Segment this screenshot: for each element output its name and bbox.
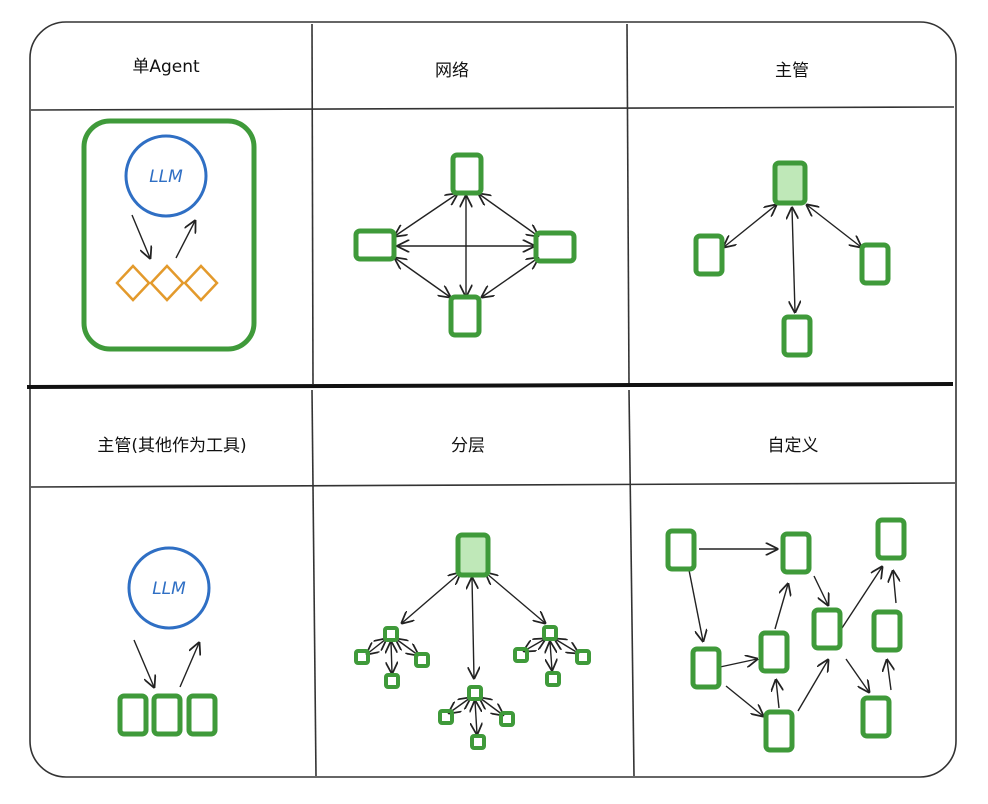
tool-diamond [115, 264, 151, 302]
leaf-node [545, 671, 561, 687]
sub-supervisor-node [542, 625, 558, 641]
worker-node-bottom [781, 314, 813, 358]
tool-diamond [149, 264, 185, 302]
single-agent-diagram: LLM [81, 118, 257, 352]
supervisor-node [772, 160, 808, 206]
network-node-bottom [448, 294, 482, 338]
custom-node [860, 695, 892, 739]
custom-node [665, 528, 697, 572]
tool-diamonds [115, 264, 219, 302]
custom-node [780, 531, 812, 575]
llm-label: LLM [149, 167, 183, 187]
llm-circle [127, 546, 211, 630]
tool-agent-node [186, 693, 218, 737]
custom-node [875, 517, 907, 561]
leaf-node [499, 711, 515, 727]
leaf-node [354, 649, 370, 665]
network-node-left [353, 228, 397, 262]
supervisor-tools-diagram: LLM [117, 546, 218, 737]
sub-supervisor-node [383, 626, 399, 642]
agent-boundary [81, 118, 257, 352]
cell-title-single-agent: 单Agent [132, 57, 200, 77]
cell-title-network: 网络 [435, 61, 469, 81]
grid-frame [29, 21, 957, 778]
leaf-node [470, 734, 486, 750]
custom-diagram [665, 517, 907, 753]
supervisor-diagram [693, 160, 891, 358]
custom-node [811, 607, 843, 651]
llm-label: LLM [152, 579, 186, 599]
leaf-node [414, 652, 430, 668]
custom-node [871, 609, 903, 653]
tool-diamond [183, 264, 219, 302]
custom-node [758, 630, 790, 674]
network-diagram [353, 152, 577, 338]
cell-title-hierarchical: 分层 [451, 436, 485, 456]
cell-title-custom: 自定义 [767, 436, 819, 456]
network-node-right [533, 230, 577, 264]
llm-circle [124, 134, 208, 218]
network-node-top [450, 152, 484, 196]
cell-title-supervisor: 主管 [775, 61, 809, 81]
leaf-node [384, 673, 400, 689]
sub-supervisor-node [467, 685, 483, 701]
llm-tool-arrows [131, 214, 195, 258]
leaf-node [513, 647, 529, 663]
row-divider [26, 382, 954, 389]
hierarchical-diagram [354, 532, 591, 750]
tool-agent-node [151, 693, 183, 737]
tool-agent-node [117, 693, 149, 737]
root-node [455, 532, 491, 578]
worker-node-right [859, 242, 891, 286]
worker-node-left [693, 233, 725, 277]
leaf-node [438, 709, 454, 725]
leaf-node [575, 649, 591, 665]
custom-node [690, 646, 722, 690]
custom-node [763, 709, 795, 753]
cell-title-supervisor-tools: 主管(其他作为工具) [97, 436, 247, 456]
